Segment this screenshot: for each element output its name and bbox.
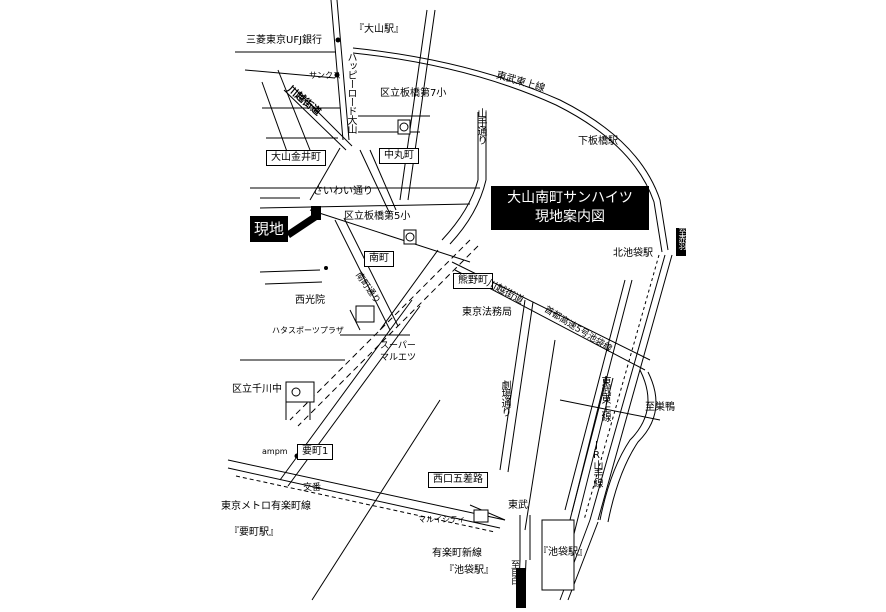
title-line1: 大山南町サンハイツ bbox=[507, 190, 633, 206]
label-koban: 交番 bbox=[303, 483, 322, 493]
label-kitaikebukuro-station: 北池袋駅 bbox=[613, 248, 653, 259]
label-senkawa-junior-high: 区立千川中 bbox=[232, 384, 282, 395]
map-title: 大山南町サンハイツ 現地案内図 bbox=[491, 186, 649, 230]
label-super-maruetsu: スーパーマルエツ bbox=[380, 341, 417, 363]
label-saikoin-temple: 西光院 bbox=[295, 295, 325, 306]
label-gekijo-dori: 劇場通り bbox=[499, 380, 510, 416]
label-to-sugamo: 至巣鴨 bbox=[645, 402, 675, 413]
label-itabashi7-school: 区立板橋第7小 bbox=[380, 88, 447, 99]
box-nishiguchi-gosaro: 西口五差路 bbox=[428, 472, 488, 488]
label-itabashi5-school: 区立板橋第5小 bbox=[344, 211, 411, 222]
label-mufg-bank: 三菱東京UFJ銀行 bbox=[246, 35, 323, 46]
station-kanamecho: 『要町駅』 bbox=[229, 527, 279, 538]
station-ikebukuro-yurakucho: 『池袋駅』 bbox=[444, 565, 494, 576]
label-yurakucho-shinsen: 有楽町新線 bbox=[432, 548, 482, 559]
station-ikebukuro-tobu: 『池袋駅』 bbox=[538, 547, 588, 558]
label-happy-road: ハッピーロード大山 bbox=[345, 52, 356, 133]
box-kanamecho1: 要町1 bbox=[297, 444, 334, 460]
label-tobu-line-lower: 東武東上線 bbox=[599, 376, 610, 421]
box-nakamarucho: 中丸町 bbox=[379, 148, 419, 164]
title-line2: 現地案内図 bbox=[535, 209, 605, 225]
station-oyama: 『大山駅』 bbox=[354, 24, 404, 35]
label-saiwai-dori: さいわい通り bbox=[313, 186, 373, 197]
label-ampm: ampm bbox=[262, 447, 288, 456]
label-to-akabane: 至赤羽 bbox=[678, 228, 687, 249]
label-sunkus: サンクス bbox=[309, 71, 341, 80]
label-tokyo-legal-affairs: 東京法務局 bbox=[462, 307, 512, 318]
label-jr-line: JR山手線 bbox=[591, 440, 602, 487]
label-hatasu-sports-plaza: ハタスポーツプラザ bbox=[272, 326, 344, 335]
label-marui-city: マルイシティ bbox=[418, 515, 466, 524]
label-yurakucho-line: 東京メトロ有楽町線 bbox=[221, 501, 311, 512]
box-oyama-kanaicho: 大山金井町 bbox=[266, 150, 326, 166]
box-minamicho: 南町 bbox=[364, 251, 394, 267]
box-kumanocho: 熊野町 bbox=[453, 273, 493, 289]
label-shimoitabashi-station: 下板橋駅 bbox=[578, 136, 618, 147]
label-tobu-dept: 東武 bbox=[508, 500, 528, 511]
label-to-mejiro: 至目白 bbox=[509, 560, 519, 584]
site-marker: 現地 bbox=[250, 216, 288, 242]
label-yamate-dori: 山手通り bbox=[475, 108, 486, 144]
